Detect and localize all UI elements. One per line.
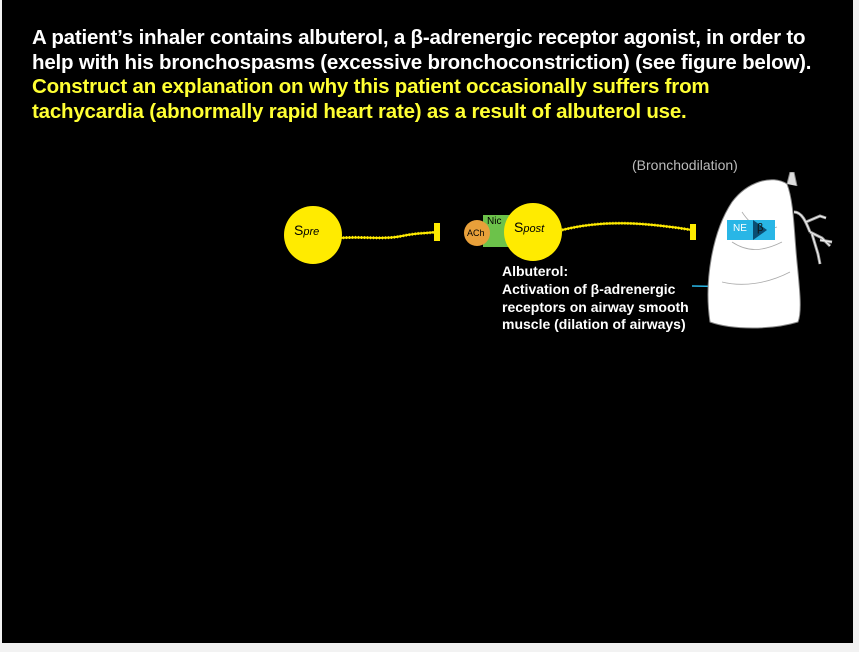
postganglionic-terminal bbox=[690, 224, 696, 240]
question-prompt: A patient’s inhaler contains albuterol, … bbox=[32, 26, 822, 124]
annotation-line: muscle (dilation of airways) bbox=[502, 316, 686, 333]
slide: A patient’s inhaler contains albuterol, … bbox=[2, 0, 853, 643]
preganglionic-axon-core bbox=[339, 231, 437, 239]
annotation-line: Activation of β-adrenergic bbox=[502, 280, 676, 297]
preganglionic-terminal bbox=[434, 223, 440, 241]
prompt-task: Construct an explanation on why this pat… bbox=[32, 75, 710, 123]
preganglionic-neuron bbox=[284, 206, 342, 264]
lung-illustration bbox=[707, 172, 833, 329]
postganglionic-neuron bbox=[504, 203, 562, 261]
annotation-line: Albuterol: bbox=[502, 263, 569, 279]
beta-receptor-label: β bbox=[757, 222, 764, 234]
ne-label: NE bbox=[733, 223, 747, 234]
bronchodilation-label: (Bronchodilation) bbox=[632, 157, 738, 173]
postganglionic-axon-core bbox=[561, 222, 693, 231]
neuron-subscript: post bbox=[523, 223, 545, 235]
preganglionic-neuron-label: Spre bbox=[294, 222, 319, 238]
nicotinic-receptor-label: Nic bbox=[487, 216, 502, 227]
neuron-subscript: pre bbox=[303, 226, 320, 238]
acetylcholine bbox=[464, 220, 490, 246]
ne-beta-receptor bbox=[727, 220, 775, 240]
prompt-context: A patient’s inhaler contains albuterol, … bbox=[32, 26, 812, 74]
postganglionic-neuron-label: Spost bbox=[514, 219, 544, 235]
annotation-line: receptors on airway smooth bbox=[502, 298, 689, 315]
neuron-letter: S bbox=[294, 222, 304, 238]
albuterol-annotation: Albuterol: Activation of β-adrenergic re… bbox=[502, 263, 732, 334]
neuron-letter: S bbox=[514, 219, 524, 235]
acetylcholine-label: ACh bbox=[467, 228, 485, 238]
